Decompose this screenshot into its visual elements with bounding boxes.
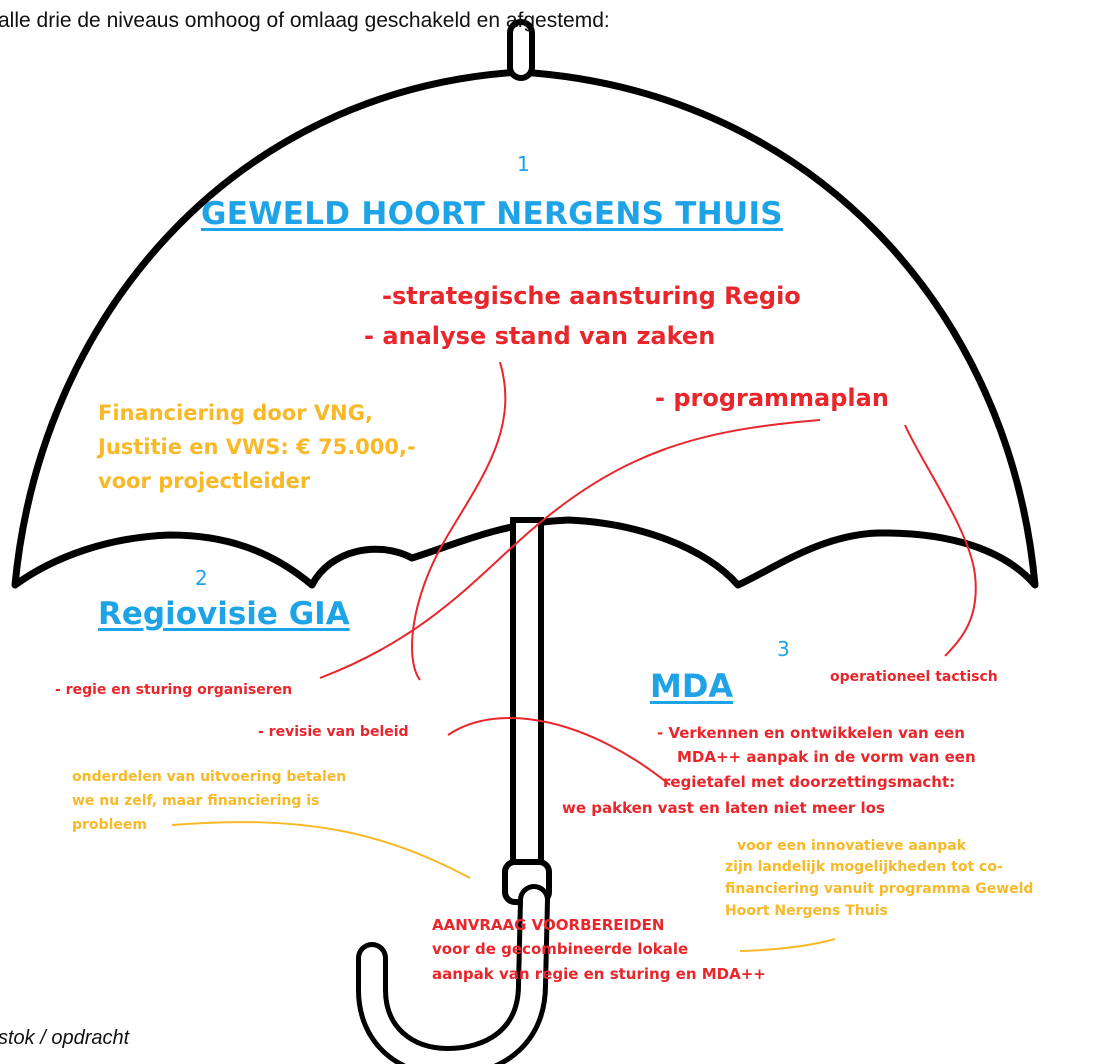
level1-item-strategisch: -strategische aansturing Regio	[382, 282, 801, 310]
level1-financing: Financiering door VNG, Justitie en VWS: …	[98, 396, 416, 498]
connector-programmaplan-to-operationeel	[904, 424, 977, 657]
connector-probleem-to-aanvraag	[171, 821, 471, 879]
level2-note-line: we nu zelf, maar financiering is	[72, 793, 320, 809]
connector-revisie-to-mda	[447, 717, 671, 786]
intro-text: alle drie de niveaus omhoog of omlaag ge…	[0, 9, 610, 32]
level3-number: 3	[777, 637, 790, 661]
level2-number: 2	[195, 566, 208, 590]
level3-item-line: - Verkennen en ontwikkelen van een	[657, 724, 965, 742]
level2-note-line: onderdelen van uitvoering betalen	[72, 769, 347, 785]
umbrella-tip	[507, 19, 535, 81]
level1-number: 1	[517, 152, 530, 176]
level2-note: onderdelen van uitvoering betalen we nu …	[72, 765, 346, 837]
level3-tag: operationeel tactisch	[830, 669, 998, 685]
level2-note-line: probleem	[72, 817, 147, 833]
level3-title: MDA	[650, 667, 734, 705]
connector-analyse-to-revisie	[411, 361, 507, 681]
handle-line-aanvraag: AANVRAAG VOORBEREIDEN	[432, 916, 665, 934]
connector-cofinanciering-to-aanvraag	[739, 938, 836, 952]
level1-item-analyse: - analyse stand van zaken	[364, 322, 716, 350]
handle-line-lokale: voor de gecombineerde lokale	[432, 940, 689, 958]
level3-note-line: voor een innovatieve aanpak	[737, 838, 967, 854]
level3-note-line: financiering vanuit programma Geweld	[725, 881, 1034, 897]
level1-financing-line: voor projectleider	[98, 469, 311, 493]
level3-note-line: Hoort Nergens Thuis	[725, 903, 888, 919]
level3-item-line: MDA++ aanpak in de vorm van een	[677, 748, 976, 766]
level1-financing-line: Justitie en VWS: € 75.000,-	[98, 435, 416, 459]
connector-programmaplan-to-regie	[319, 419, 821, 679]
caption-stok: stok / opdracht	[0, 1027, 130, 1049]
level1-title: GEWELD HOORT NERGENS THUIS	[201, 196, 783, 232]
level2-title: Regiovisie GIA	[98, 596, 350, 632]
level1-financing-line: Financiering door VNG,	[98, 401, 373, 425]
umbrella-shaft	[510, 517, 544, 873]
handle-line-mda: aanpak van regie en sturing en MDA++	[432, 965, 766, 983]
level2-item-regie: - regie en sturing organiseren	[55, 682, 293, 698]
level3-item-line: we pakken vast en laten niet meer los	[562, 799, 885, 817]
level3-item-line: regietafel met doorzettingsmacht:	[663, 773, 956, 791]
level2-item-revisie: - revisie van beleid	[258, 724, 409, 740]
level3-note-line: zijn landelijk mogelijkheden tot co-	[725, 859, 1003, 875]
level1-item-programmaplan: - programmaplan	[655, 384, 889, 412]
umbrella-canopy	[11, 68, 1039, 589]
